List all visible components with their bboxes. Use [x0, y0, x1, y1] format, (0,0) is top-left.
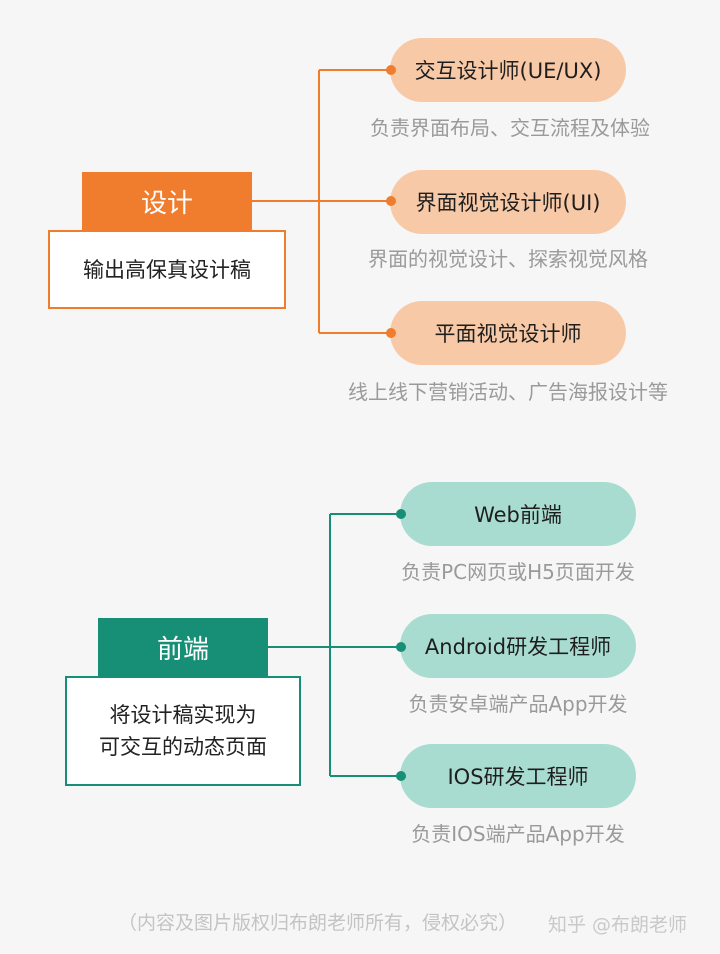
frontend-title: 前端 — [156, 634, 209, 665]
frontend-connector-dot — [396, 509, 406, 519]
role-pill-android-engineer: Android研发工程师 — [400, 614, 636, 678]
frontend-desc-line1: 将设计稿实现为 — [109, 703, 257, 727]
frontend-desc-line2: 可交互的动态页面 — [99, 735, 267, 759]
watermark: 知乎 @布朗老师 — [548, 914, 688, 936]
design-desc: 输出高保真设计稿 — [83, 257, 251, 282]
role-pill-graphic-designer: 平面视觉设计师 — [390, 301, 626, 365]
role-pill-ios-engineer: IOS研发工程师 — [400, 744, 636, 808]
copyright-notice: （内容及图片版权归布朗老师所有，侵权必究） — [118, 912, 518, 934]
role-pill-interaction-designer: 交互设计师(UE/UX) — [390, 38, 626, 102]
design-title: 设计 — [140, 188, 193, 219]
design-title-box: 设计 — [82, 172, 252, 230]
role-sub-interaction-designer: 负责界面布局、交互流程及体验 — [370, 116, 650, 140]
design-connector-dot — [386, 196, 396, 206]
role-sub-web-frontend: 负责PC网页或H5页面开发 — [401, 560, 635, 584]
design-desc-box: 输出高保真设计稿 — [48, 230, 286, 309]
frontend-title-box: 前端 — [98, 618, 268, 676]
frontend-connector-dot — [396, 771, 406, 781]
design-connector-dot — [386, 328, 396, 338]
role-pill-web-frontend: Web前端 — [400, 482, 636, 546]
frontend-connector-dot — [396, 642, 406, 652]
role-sub-graphic-designer: 线上线下营销活动、广告海报设计等 — [348, 380, 668, 404]
role-sub-ios-engineer: 负责IOS端产品App开发 — [411, 822, 625, 846]
role-sub-android-engineer: 负责安卓端产品App开发 — [408, 692, 628, 716]
frontend-connectors — [268, 513, 402, 777]
design-connectors — [252, 69, 392, 334]
frontend-desc-box: 将设计稿实现为 可交互的动态页面 — [65, 676, 301, 786]
design-connector-dot — [386, 65, 396, 75]
role-sub-ui-designer: 界面的视觉设计、探索视觉风格 — [368, 247, 648, 271]
role-pill-ui-designer: 界面视觉设计师(UI) — [390, 170, 626, 234]
